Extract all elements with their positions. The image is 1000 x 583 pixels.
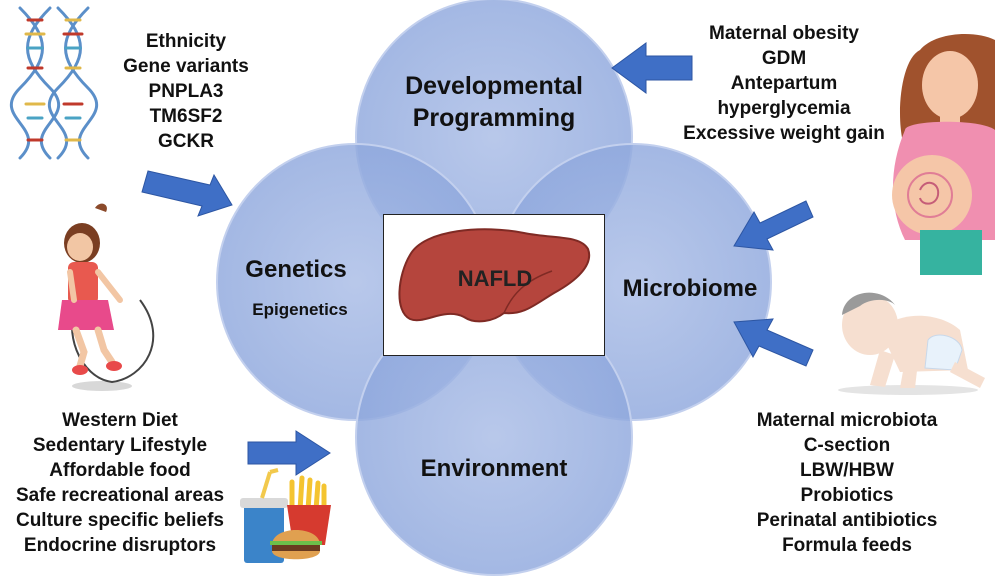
- pregnant-woman-icon: [892, 34, 995, 275]
- maternal-factor-item: GDM: [761, 48, 807, 69]
- arrow-genetics: [141, 170, 233, 217]
- dna-helix-icon: [9, 6, 99, 160]
- jump-rope-girl-icon: [58, 203, 155, 391]
- maternal-factor-item: Antepartum: [730, 73, 838, 94]
- genetics-label: Genetics: [245, 256, 347, 283]
- genetic-factor-item: GCKR: [158, 131, 214, 152]
- genetic-factor-item: Gene variants: [123, 56, 249, 77]
- developmental-label: Developmental Programming: [364, 70, 624, 134]
- crawling-baby-icon: [838, 292, 985, 395]
- environment-factor-item: Western Diet: [62, 410, 178, 431]
- nafld-label: NAFLD: [457, 266, 533, 291]
- environment-factor-item: Affordable food: [49, 460, 191, 481]
- developmental-label-line1: Developmental: [405, 72, 583, 100]
- infant-factor-item: LBW/HBW: [800, 460, 894, 481]
- arrow-developmental: [611, 42, 693, 94]
- environment-factor-item: Culture specific beliefs: [15, 510, 224, 531]
- fast-food-icon: [240, 468, 331, 563]
- arrow-microbiome-top: [733, 200, 814, 251]
- infant-factor-item: C-section: [803, 435, 891, 456]
- infant-factor-item: Maternal microbiota: [756, 410, 938, 431]
- epigenetics-label: Epigenetics: [252, 300, 348, 319]
- infant-factor-item: Formula feeds: [782, 535, 912, 556]
- nafld-box: [383, 214, 605, 356]
- environment-factor-item: Endocrine disruptors: [23, 535, 217, 556]
- infant-factors-list: Maternal microbiota C-section LBW/HBW Pr…: [742, 408, 952, 558]
- genetic-factors-list: Ethnicity Gene variants PNPLA3 TM6SF2 GC…: [106, 29, 266, 154]
- maternal-factor-item: Excessive weight gain: [683, 123, 885, 144]
- maternal-factor-item: hyperglycemia: [717, 98, 851, 119]
- arrow-environment: [247, 430, 331, 476]
- environment-factor-item: Safe recreational areas: [15, 485, 225, 506]
- arrow-microbiome-bottom: [733, 318, 814, 367]
- genetic-factor-item: TM6SF2: [149, 106, 223, 127]
- maternal-factors-list: Maternal obesity GDM Antepartum hypergly…: [674, 21, 894, 146]
- infant-factor-item: Perinatal antibiotics: [756, 510, 938, 531]
- environment-factors-list: Western Diet Sedentary Lifestyle Afforda…: [4, 408, 236, 558]
- environment-factor-item: Sedentary Lifestyle: [32, 435, 208, 456]
- infant-factor-item: Probiotics: [800, 485, 894, 506]
- liver-icon: [398, 228, 591, 323]
- developmental-label-line2: Programming: [412, 104, 576, 132]
- maternal-factor-item: Maternal obesity: [709, 23, 859, 44]
- environment-label: Environment: [420, 455, 568, 482]
- microbiome-label: Microbiome: [622, 275, 758, 302]
- genetic-factor-item: PNPLA3: [148, 81, 224, 102]
- genetic-factor-item: Ethnicity: [145, 31, 227, 52]
